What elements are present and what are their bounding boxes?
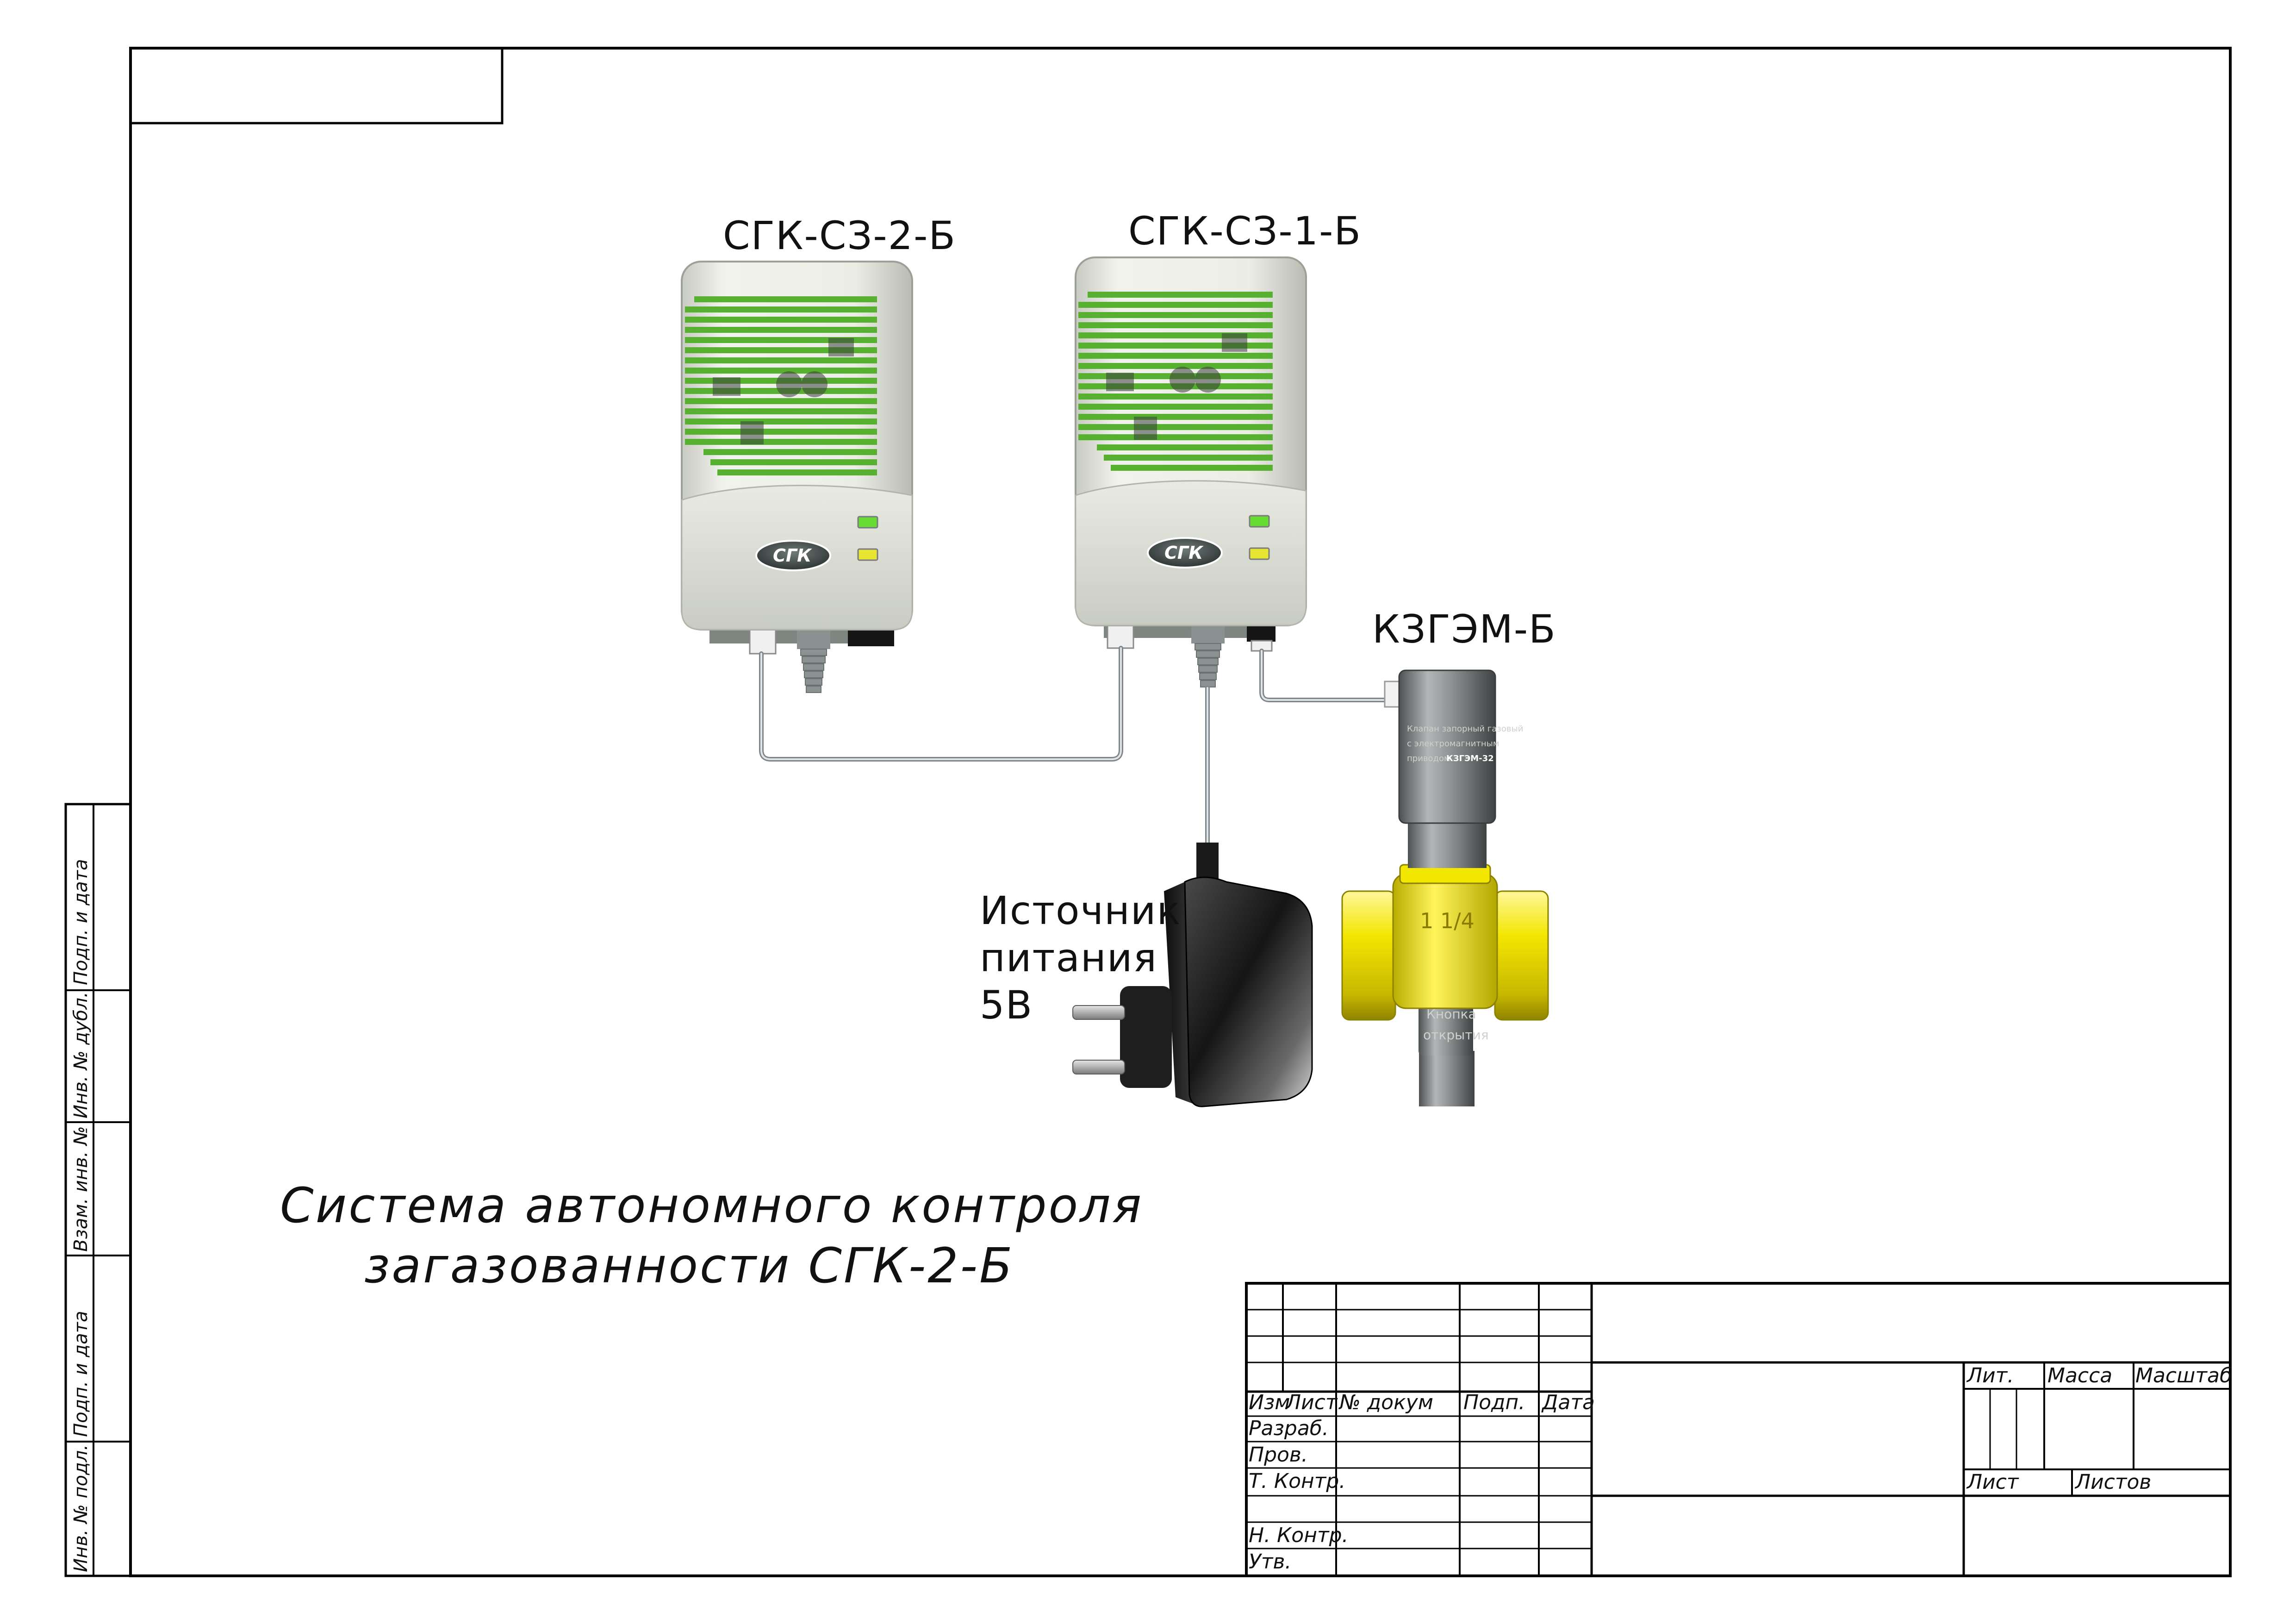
valve-fitting-right-nut bbox=[1494, 890, 1549, 1021]
valve-kzgem-b: КЗГЭМ-Б Кнопка открытия 1 1/4 Клапан зап… bbox=[1341, 606, 1556, 1106]
side-label-vzam-inv: Взам. инв. № bbox=[70, 1126, 92, 1252]
valve-fitting-size: 1 1/4 bbox=[1420, 908, 1475, 933]
detector-1-led-green bbox=[1249, 515, 1270, 528]
valve-solenoid-neck bbox=[1408, 817, 1487, 868]
valve-text-2: с электромагнитным bbox=[1407, 739, 1499, 749]
detector-2-vent-grille bbox=[685, 296, 877, 475]
detector-1-connectors bbox=[1104, 623, 1276, 687]
side-label-podp-data-top: Подп. и дата bbox=[70, 859, 92, 985]
tb-massa: Масса bbox=[2047, 1364, 2112, 1387]
cables bbox=[759, 646, 1391, 849]
detector-1-label: СГК-СЗ-1-Б bbox=[1128, 208, 1362, 254]
cable-detector1-to-valve bbox=[1259, 649, 1391, 702]
title-block bbox=[1245, 1282, 2232, 1577]
valve-fitting-left-nut bbox=[1341, 890, 1396, 1021]
psu-label-line2: питания bbox=[980, 935, 1157, 981]
valve-brass-body bbox=[1392, 873, 1498, 1009]
valve-text-3: приводом bbox=[1407, 754, 1450, 763]
valve-manual-button bbox=[1419, 1002, 1473, 1056]
detector-2-led-green bbox=[857, 516, 878, 529]
detector-2-connectors bbox=[709, 629, 894, 693]
tb-n-kontr: Н. Контр. bbox=[1249, 1524, 1349, 1547]
left-side-strip: Подп. и дата Инв. № дубл. Взам. инв. № П… bbox=[64, 803, 132, 1577]
valve-solenoid-coil bbox=[1398, 669, 1496, 824]
tb-list: Лист bbox=[1285, 1391, 1338, 1414]
detector-1-led-yellow bbox=[1249, 547, 1270, 560]
valve-stem-bottom bbox=[1419, 1051, 1475, 1106]
detector-2-internal-shadow bbox=[713, 338, 854, 444]
detector-2-led-yellow bbox=[857, 548, 878, 561]
detector-2-logo-text: СГК bbox=[773, 545, 812, 566]
title-block-labels: Изм Лист № докум Подп. Дата Разраб. Пров… bbox=[1249, 1364, 2232, 1574]
psu-body bbox=[1184, 876, 1313, 1107]
valve-label: КЗГЭМ-Б bbox=[1372, 606, 1556, 652]
tb-listov: Листов bbox=[2074, 1470, 2151, 1494]
tb-data: Дата bbox=[1541, 1391, 1595, 1414]
side-label-inv-podl: Инв. № подл. bbox=[70, 1444, 92, 1572]
tb-prov: Пров. bbox=[1249, 1443, 1308, 1467]
tb-lit: Лит. bbox=[1966, 1364, 2014, 1387]
drawing-title: Система автономного контроля загазованно… bbox=[280, 1177, 1143, 1294]
side-label-inv-dubl: Инв. № дубл. bbox=[70, 992, 92, 1118]
detector-1-internal-shadow bbox=[1106, 333, 1247, 440]
tb-no-dokum: № докум bbox=[1338, 1391, 1433, 1414]
tb-razrab: Разраб. bbox=[1249, 1417, 1329, 1440]
valve-text-1: Клапан запорный газовый bbox=[1407, 724, 1523, 734]
detector-1-logo: СГК bbox=[1147, 537, 1223, 568]
detector-sgk-sz-1-b: СГК-СЗ-1-Б bbox=[1075, 208, 1362, 687]
psu-cable-plug bbox=[1196, 843, 1219, 880]
title-line-1: Система автономного контроля bbox=[280, 1177, 1143, 1234]
tb-utv: Утв. bbox=[1249, 1550, 1291, 1574]
valve-model: КЗГЭМ-32 НД bbox=[1446, 754, 1511, 763]
tb-masshtab: Масштаб bbox=[2135, 1364, 2232, 1387]
psu-plug-base bbox=[1120, 986, 1172, 1088]
valve-button-text-2: открытия bbox=[1423, 1027, 1489, 1043]
detector-sgk-sz-2-b: СГК-СЗ-2-Б bbox=[681, 213, 956, 693]
detector-2-logo: СГК bbox=[755, 540, 831, 571]
psu-pin-top bbox=[1072, 1005, 1125, 1020]
tb-podp: Подп. bbox=[1463, 1391, 1525, 1414]
tb-t-kontr: Т. Контр. bbox=[1249, 1469, 1345, 1493]
psu-pin-bottom bbox=[1072, 1060, 1125, 1074]
title-line-2: загазованности СГК-2-Б bbox=[364, 1237, 1014, 1294]
detector-2-label: СГК-СЗ-2-Б bbox=[723, 213, 956, 258]
side-label-podp-data-bottom: Подп. и дата bbox=[70, 1311, 92, 1437]
tb-list-right: Лист bbox=[1966, 1470, 2019, 1494]
power-supply-5v: Источник питания 5В bbox=[980, 843, 1313, 1107]
psu-label-line1: Источник bbox=[980, 888, 1181, 933]
top-left-stamp-box bbox=[129, 47, 504, 125]
tb-izm: Изм bbox=[1249, 1391, 1290, 1414]
psu-label-line3: 5В bbox=[980, 982, 1033, 1028]
detector-1-logo-text: СГК bbox=[1164, 543, 1204, 563]
